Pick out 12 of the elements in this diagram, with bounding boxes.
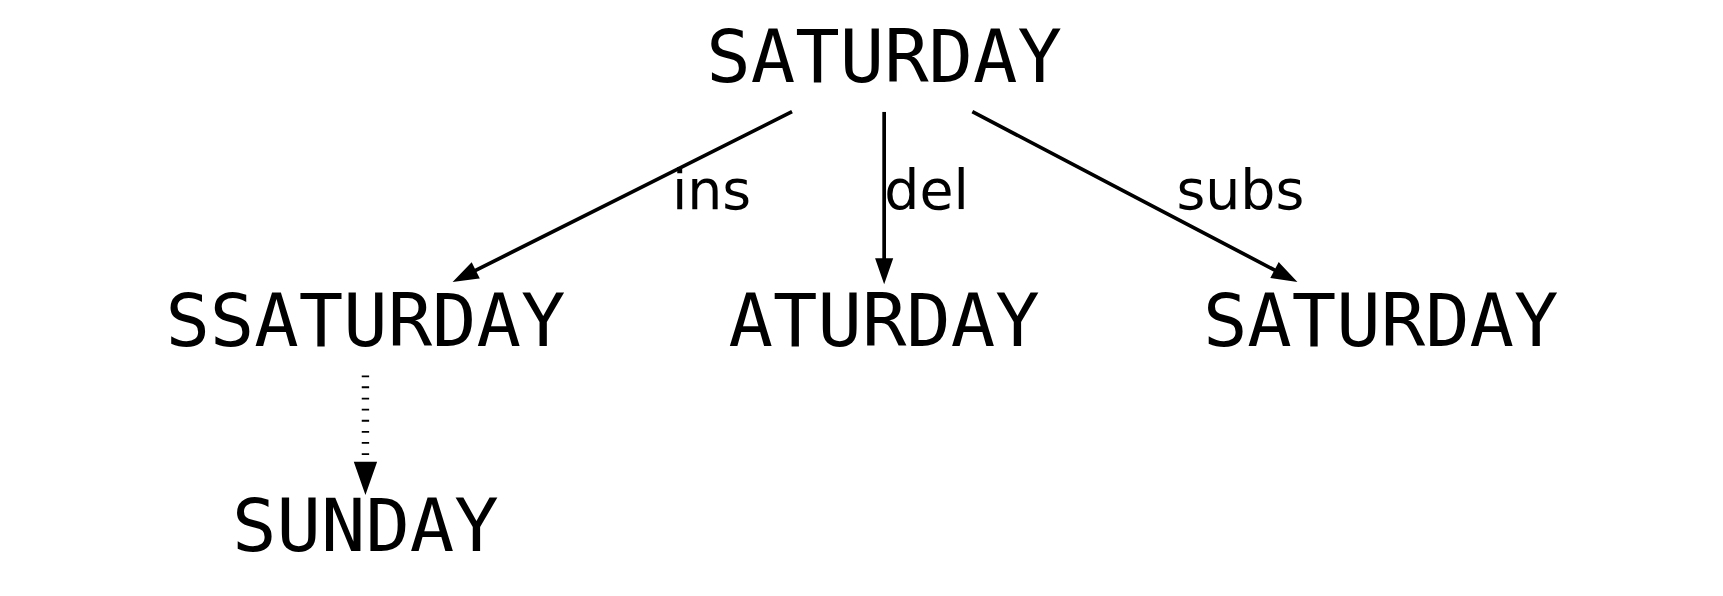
arrow: [452, 110, 793, 282]
node-text: SATURDAY: [705, 13, 1062, 100]
edge-label: del: [883, 158, 969, 223]
edge-label: subs: [1175, 158, 1304, 223]
node-text: SATURDAY: [1202, 276, 1559, 363]
arrow: [353, 375, 377, 496]
arrow: [874, 111, 893, 285]
node-text: SUNDAY: [231, 481, 499, 568]
node-text: ATURDAY: [728, 276, 1040, 363]
arrow: [971, 110, 1297, 283]
node-text: SSATURDAY: [164, 276, 565, 363]
edge-label: ins: [671, 158, 751, 223]
